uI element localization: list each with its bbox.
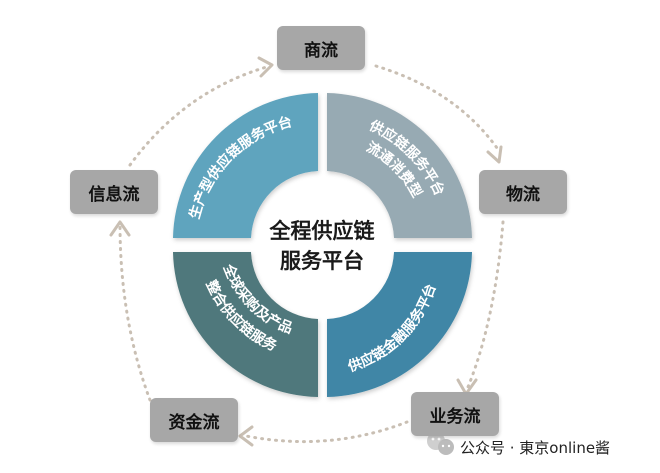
arrow-bottom-right-to-bottom-left	[244, 420, 409, 444]
arrowhead-top	[257, 56, 274, 78]
flow-label-bottom-right: 业务流	[429, 406, 481, 427]
arrowhead-bottom-left	[238, 425, 254, 447]
segment-top-right	[327, 93, 472, 238]
center-title-line1: 全程供应链	[269, 219, 376, 243]
flow-box-left: 信息流	[70, 170, 158, 214]
flow-box-right: 物流	[479, 170, 567, 214]
segment-bottom-left	[173, 252, 318, 397]
arrowhead-right	[486, 145, 503, 164]
flow-label-bottom-left: 资金流	[168, 412, 220, 433]
center-title-line2: 服务平台	[280, 249, 364, 273]
watermark-logo-front	[438, 439, 454, 455]
cycle-arrows	[118, 64, 505, 444]
arrow-bottom-left-to-left	[118, 222, 152, 402]
flow-label-right: 物流	[506, 184, 540, 205]
flow-label-top: 商流	[304, 40, 338, 61]
arrow-right-to-bottom-right	[466, 220, 505, 389]
arrow-left-to-top	[128, 64, 272, 167]
arrowhead-left	[109, 220, 131, 237]
flow-box-top: 商流	[277, 26, 365, 70]
donut	[173, 93, 472, 397]
arrow-top-to-right	[374, 64, 499, 150]
watermark: 公众号 · 東京online酱	[427, 432, 610, 457]
flow-box-bottom-left: 资金流	[150, 398, 238, 442]
flow-box-bottom-right: 业务流	[411, 392, 499, 436]
segment-bottom-right	[327, 252, 472, 397]
watermark-text: 公众号 · 東京online酱	[460, 439, 610, 457]
segment-top-left	[173, 93, 318, 238]
flow-label-left: 信息流	[88, 184, 140, 205]
